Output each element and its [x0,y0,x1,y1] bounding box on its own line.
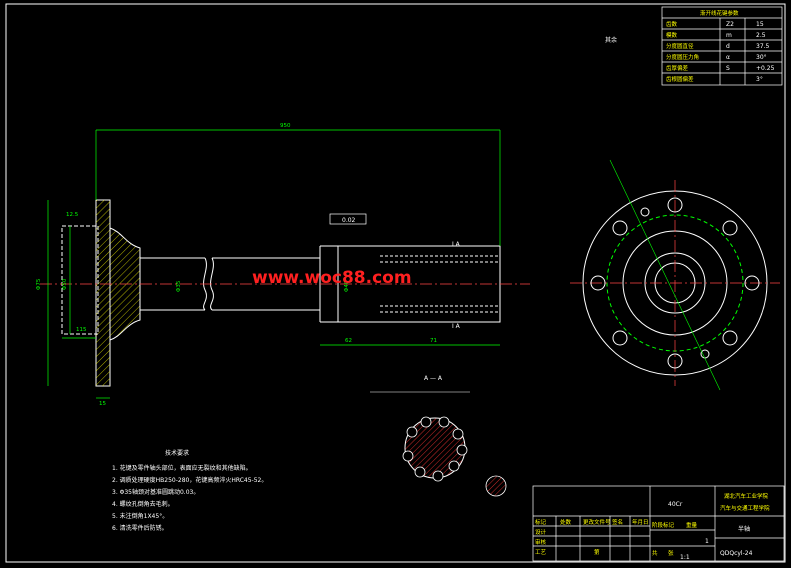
spline-table [661,6,783,86]
scale: 1:1 [680,554,690,561]
school-name-1: 湖北汽车工业学院 [724,492,769,500]
dim-15: 15 [99,401,106,407]
svg-text:张: 张 [668,549,674,557]
tolerance-frame: 0.02 [329,213,367,225]
spline-table-title: 渐开线花键参数 [700,9,739,17]
svg-text:4. 螺纹孔倒角去毛刺。: 4. 螺纹孔倒角去毛刺。 [112,500,174,508]
svg-text:3°: 3° [756,76,763,83]
svg-text:α: α [726,54,730,61]
svg-text:0.02: 0.02 [342,217,356,224]
dim-r12-5: 12.5 [66,212,79,218]
svg-text:6. 清洗零件后防锈。: 6. 清洗零件后防锈。 [112,524,168,532]
svg-text:5. 未注倒角1X45°。: 5. 未注倒角1X45°。 [112,512,168,520]
drawing-border [5,3,786,563]
shaft-view [61,199,501,387]
svg-text:d: d [726,43,730,50]
svg-text:设计: 设计 [535,528,547,536]
svg-text:1. 花键及零件轴头部位，表面应无裂纹和其他缺陷。: 1. 花键及零件轴头部位，表面应无裂纹和其他缺陷。 [112,464,252,472]
tech-req-title: 技术要求 [165,449,189,457]
drawing-number: QDQcyl-24 [720,550,753,557]
dim-phi40: Φ40 [344,280,350,292]
section-label-bottom: I A [452,323,461,330]
svg-text:m: m [726,32,732,39]
watermark: www.woc88.com [252,268,412,288]
svg-text:3. Φ35轴颈对基准圆跳动0.03。: 3. Φ35轴颈对基准圆跳动0.03。 [112,488,199,496]
svg-text:审核: 审核 [535,538,547,546]
svg-text:签名: 签名 [612,518,623,526]
dim-115: 115 [76,327,87,333]
svg-text:共: 共 [652,549,658,557]
svg-text:2.5: 2.5 [756,32,766,39]
svg-text:A — A: A — A [424,375,443,382]
svg-text:分度圆直径: 分度圆直径 [666,42,694,50]
dim-phi50: Φ50 [62,278,68,290]
dimension-lines [47,129,501,399]
dim-phi75: Φ75 [36,278,42,290]
dim-62: 62 [345,338,352,344]
corner-note: 其余 [605,36,617,44]
school-name-2: 汽车与交通工程学院 [720,504,770,512]
svg-text:工艺: 工艺 [535,549,547,556]
svg-text:齿数: 齿数 [666,20,678,28]
spline-table-rows: 齿数 Z2 15 模数 m 2.5 分度圆直径 d 37.5 分度圆压力角 α … [666,20,775,83]
section-view: A — A [370,375,507,497]
dim-phi35: Φ35 [176,280,182,292]
svg-text:处数: 处数 [560,518,572,526]
end-view [570,159,780,391]
svg-text:标记: 标记 [535,518,547,526]
title-block [532,485,785,562]
svg-text:15: 15 [756,21,764,28]
svg-text:齿根圆偏差: 齿根圆偏差 [666,75,694,83]
sheet: 1 [705,538,709,545]
material: 40Cr [668,501,683,508]
svg-text:S: S [726,65,730,72]
title-block-labels: 标记 处数 更改文件号 签名 年月日 设计 审核 工艺 阶段标记 重量 共 张 … [535,518,698,557]
svg-text:齿厚偏差: 齿厚偏差 [666,64,689,72]
svg-text:+0.25: +0.25 [756,65,775,72]
svg-text:37.5: 37.5 [756,43,770,50]
section-label-top: I A [452,241,461,248]
dim-950: 950 [280,123,291,129]
svg-text:30°: 30° [756,54,767,61]
svg-text:分度圆压力角: 分度圆压力角 [666,53,699,61]
dim-71: 71 [430,338,437,344]
svg-text:更改文件号: 更改文件号 [583,518,611,526]
svg-text:第: 第 [594,548,600,556]
tech-req-list: 1. 花键及零件轴头部位，表面应无裂纹和其他缺陷。 2. 调质处理硬度HB250… [112,464,267,532]
svg-text:2. 调质处理硬度HB250-280，花键高频淬火HRC45: 2. 调质处理硬度HB250-280，花键高频淬火HRC45-52。 [112,476,267,484]
svg-text:Z2: Z2 [726,21,734,28]
svg-text:阶段标记: 阶段标记 [652,521,675,529]
svg-text:重量: 重量 [686,521,698,529]
part-name: 半轴 [738,525,750,533]
svg-text:模数: 模数 [666,31,678,39]
svg-text:年月日: 年月日 [632,518,649,526]
